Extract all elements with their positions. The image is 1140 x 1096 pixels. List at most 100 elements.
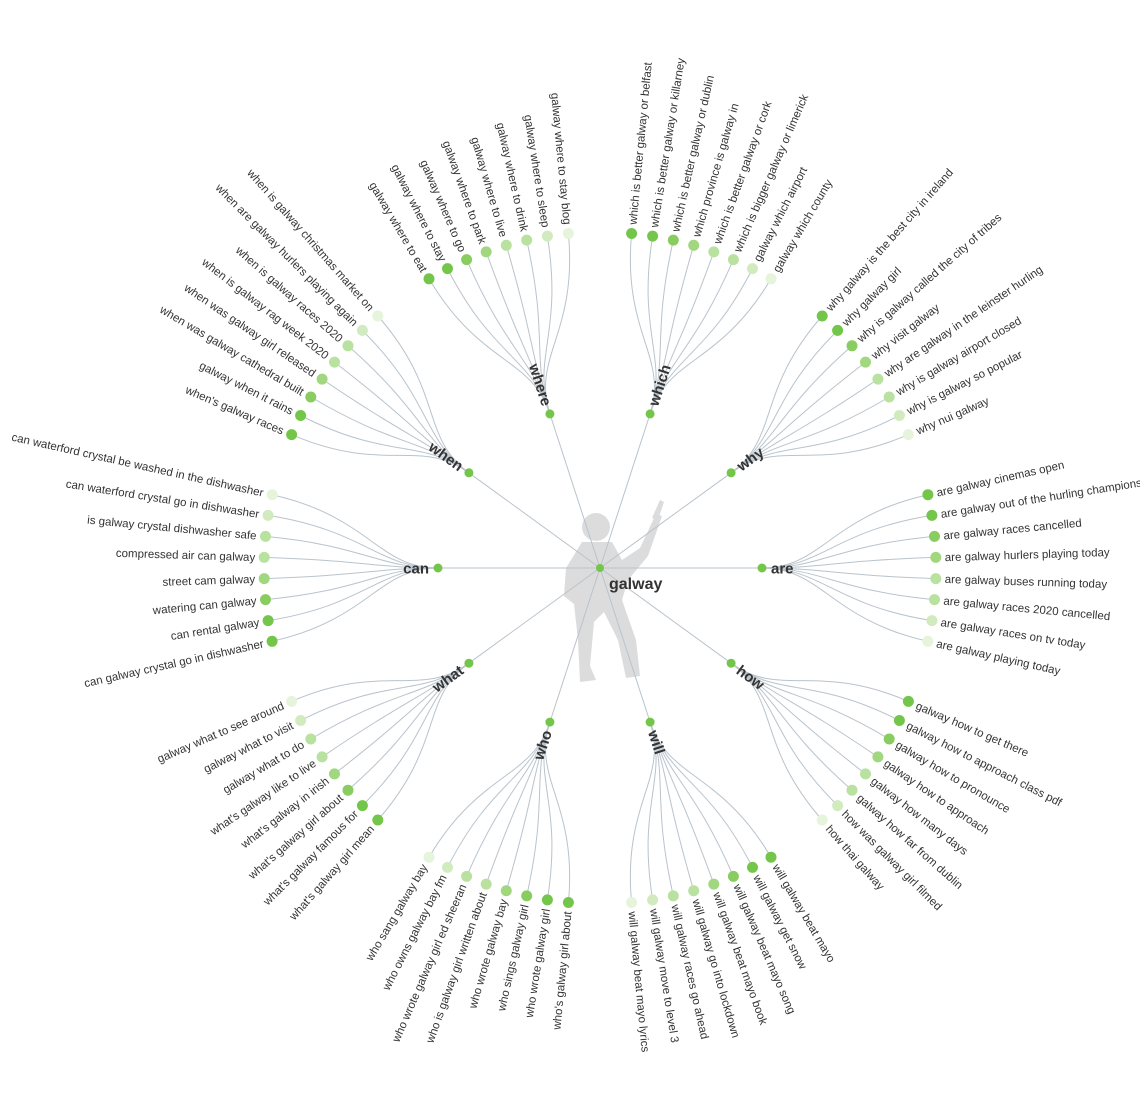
leaf-query-label[interactable]: galway which airport (752, 165, 810, 264)
leaf-node-dot[interactable] (929, 530, 940, 542)
leaf-query-label[interactable]: how thai galway (823, 823, 886, 893)
leaf-query-label[interactable]: are galway races cancelled (943, 518, 1082, 543)
leaf-query-label[interactable]: why galway girl (840, 265, 904, 329)
branch-node-dot[interactable] (726, 658, 736, 668)
leaf-node-dot[interactable] (262, 615, 274, 627)
leaf-node-dot[interactable] (667, 234, 679, 246)
leaf-node-dot[interactable] (316, 373, 328, 385)
leaf-node-dot[interactable] (329, 768, 340, 780)
branch-label-where[interactable]: where (525, 361, 555, 408)
leaf-node-dot[interactable] (356, 800, 368, 812)
leaf-query-label[interactable]: galway where to stay blog (548, 92, 572, 225)
leaf-query-label[interactable]: will galway beat mayo lyrics (625, 910, 650, 1053)
leaf-node-dot[interactable] (688, 885, 700, 897)
leaf-node-dot[interactable] (872, 751, 884, 763)
leaf-node-dot[interactable] (922, 489, 934, 501)
leaf-node-dot[interactable] (708, 878, 720, 890)
leaf-node-dot[interactable] (342, 340, 354, 352)
branch-label-what[interactable]: what (429, 662, 467, 696)
leaf-node-dot[interactable] (541, 894, 553, 906)
leaf-node-dot[interactable] (688, 239, 700, 251)
branch-node-dot[interactable] (645, 717, 655, 727)
leaf-node-dot[interactable] (480, 246, 492, 258)
leaf-node-dot[interactable] (521, 890, 533, 902)
root-label[interactable]: galway (609, 576, 662, 593)
branch-label-can[interactable]: can (403, 560, 429, 577)
leaf-node-dot[interactable] (832, 324, 844, 336)
branch-node-dot[interactable] (726, 468, 736, 478)
leaf-node-dot[interactable] (626, 228, 638, 239)
leaf-query-label[interactable]: can rental galway (170, 617, 261, 643)
leaf-node-dot[interactable] (626, 897, 638, 908)
leaf-node-dot[interactable] (342, 784, 354, 796)
leaf-node-dot[interactable] (295, 410, 307, 421)
leaf-node-dot[interactable] (816, 814, 828, 826)
leaf-node-dot[interactable] (929, 594, 940, 606)
leaf-query-label[interactable]: are galway hurlers playing today (945, 547, 1110, 564)
leaf-node-dot[interactable] (442, 263, 453, 275)
leaf-node-dot[interactable] (727, 870, 739, 882)
branch-node-dot[interactable] (433, 563, 443, 573)
leaf-node-dot[interactable] (260, 594, 271, 606)
leaf-node-dot[interactable] (423, 851, 435, 863)
leaf-node-dot[interactable] (883, 391, 895, 403)
leaf-node-dot[interactable] (461, 254, 473, 266)
branch-node-dot[interactable] (545, 717, 555, 727)
leaf-node-dot[interactable] (708, 246, 720, 258)
leaf-node-dot[interactable] (816, 310, 828, 322)
leaf-node-dot[interactable] (926, 615, 938, 627)
leaf-query-label[interactable]: street cam galway (162, 574, 255, 589)
branch-node-dot[interactable] (645, 409, 655, 419)
leaf-node-dot[interactable] (893, 715, 905, 726)
branch-label-will[interactable]: will (644, 727, 668, 756)
leaf-node-dot[interactable] (286, 695, 298, 707)
leaf-node-dot[interactable] (500, 239, 512, 251)
branch-node-dot[interactable] (464, 658, 474, 668)
leaf-query-label[interactable]: why is galway called the city of tribes (855, 212, 1005, 346)
leaf-node-dot[interactable] (930, 551, 942, 563)
leaf-query-label[interactable]: watering can galway (151, 595, 257, 617)
leaf-node-dot[interactable] (305, 391, 317, 403)
leaf-node-dot[interactable] (846, 340, 858, 352)
leaf-node-dot[interactable] (832, 800, 844, 812)
leaf-query-label[interactable]: are galway buses running today (945, 574, 1108, 591)
leaf-query-label[interactable]: who's galway girl about (551, 910, 574, 1031)
leaf-node-dot[interactable] (521, 234, 533, 246)
leaf-node-dot[interactable] (872, 373, 884, 385)
leaf-node-dot[interactable] (883, 733, 895, 745)
leaf-node-dot[interactable] (747, 263, 758, 275)
leaf-node-dot[interactable] (647, 230, 659, 242)
leaf-query-label[interactable]: galway how to get there (914, 700, 1030, 759)
leaf-query-label[interactable]: compressed air can galway (116, 548, 256, 564)
leaf-query-label[interactable]: are galway races 2020 cancelled (943, 595, 1111, 623)
leaf-node-dot[interactable] (765, 851, 777, 863)
leaf-node-dot[interactable] (266, 635, 278, 647)
branch-label-are[interactable]: are (771, 560, 794, 577)
leaf-query-label[interactable]: can galway crystal go in dishwasher (83, 638, 265, 690)
leaf-node-dot[interactable] (747, 861, 758, 873)
leaf-node-dot[interactable] (262, 509, 274, 521)
branch-node-dot[interactable] (757, 563, 767, 573)
leaf-query-label[interactable]: which is better galway or belfast (627, 61, 654, 226)
leaf-node-dot[interactable] (372, 814, 384, 826)
leaf-node-dot[interactable] (647, 894, 659, 906)
branch-label-how[interactable]: how (733, 662, 768, 694)
leaf-query-label[interactable]: who wrote galway girl (524, 908, 553, 1019)
leaf-node-dot[interactable] (423, 273, 435, 285)
branch-label-who[interactable]: who (530, 728, 556, 763)
leaf-node-dot[interactable] (258, 551, 270, 563)
leaf-node-dot[interactable] (258, 573, 270, 585)
leaf-node-dot[interactable] (846, 784, 858, 796)
leaf-node-dot[interactable] (902, 429, 914, 441)
leaf-node-dot[interactable] (286, 429, 298, 441)
leaf-node-dot[interactable] (860, 356, 871, 368)
leaf-node-dot[interactable] (562, 228, 574, 239)
leaf-node-dot[interactable] (902, 695, 914, 707)
leaf-node-dot[interactable] (930, 573, 942, 585)
leaf-node-dot[interactable] (922, 635, 934, 647)
leaf-node-dot[interactable] (461, 870, 473, 882)
branch-label-which[interactable]: which (645, 363, 675, 410)
leaf-node-dot[interactable] (765, 273, 777, 285)
leaf-node-dot[interactable] (727, 254, 739, 266)
leaf-node-dot[interactable] (316, 751, 328, 763)
